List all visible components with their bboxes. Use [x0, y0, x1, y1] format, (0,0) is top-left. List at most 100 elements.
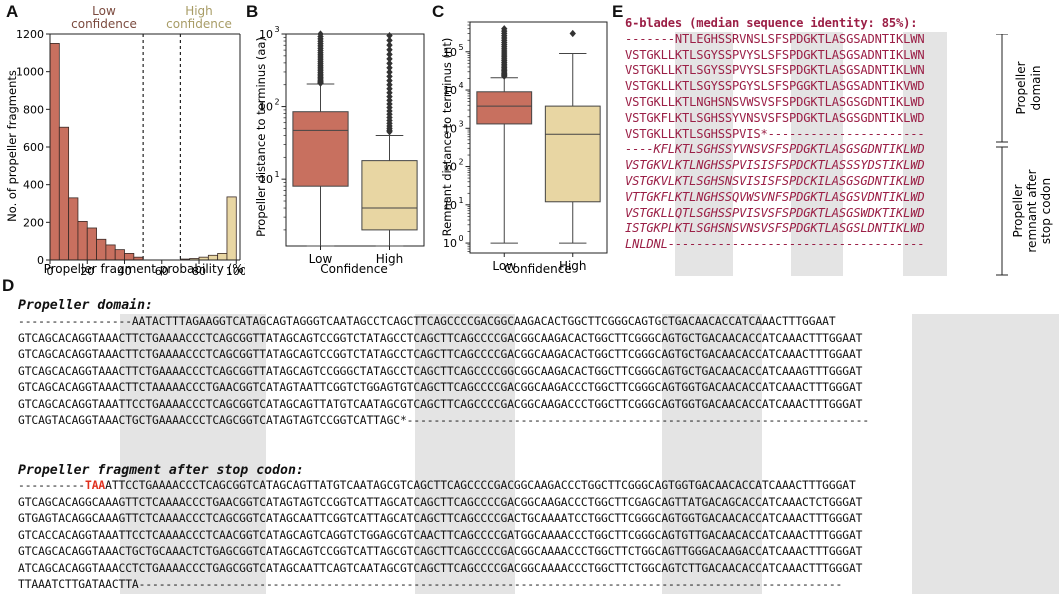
- panel-label-e: E: [612, 2, 624, 21]
- d-domain-line: GTCAGTACAGGTAAACTGCTGAAAACCCTCAGCGGTCATA…: [18, 414, 870, 427]
- e-domain-line: VSTGKLLKTLSGYSSPVYSLSFSPDGKTLASGSADNTIKL…: [625, 47, 925, 62]
- e-remnant-line: LNLDNL----------------------------------…: [625, 237, 925, 252]
- d-domain-line: GTCAGCACAGGTAAACTTCTGAAAACCCTCAGCGGTTATA…: [18, 331, 863, 345]
- bar-low: [105, 244, 116, 261]
- d-shade-1: [120, 314, 266, 594]
- panel-e-brackets: Propeller domain Propeller remnant after…: [996, 34, 1053, 276]
- e-domain-line: VSTGKLLKTLNGHSNSVWSVSFSPDGKTLASGSGDNTIKL…: [625, 94, 925, 109]
- a-annotation-high-1: High: [185, 4, 213, 18]
- a-xtick-label: 40: [118, 265, 132, 278]
- a-xlabel: Propeller fragment probability (%): [44, 262, 245, 276]
- e-domain-line: VSTGKLLKTLSGHSSPVIS*--------------------…: [625, 126, 925, 141]
- d-shade-4: [912, 314, 1059, 594]
- c-ytick-label: 10: [443, 199, 457, 212]
- b-flier: [386, 92, 393, 101]
- e-remnant-line: VSTGKVLKTLNGHSSPVISISFSPDCKTLASSSYDSTIKL…: [625, 158, 925, 173]
- e-side-domain-1: Propeller: [1014, 61, 1028, 114]
- a-xtick-label: 0: [47, 265, 54, 278]
- d-domain-line: GTCAGCACAGGTAAACTTCTAAAAACCCTGAACGGTCATA…: [18, 381, 863, 394]
- b-flier: [386, 85, 393, 93]
- c-box: [476, 91, 533, 125]
- a-annotation-low-2: confidence: [71, 17, 137, 31]
- b-ytick-label: 10: [259, 101, 273, 114]
- e-side-remnant-1: Propeller: [1011, 184, 1025, 237]
- b-flier: [386, 50, 393, 58]
- panel-label-a: A: [6, 2, 19, 21]
- b-xlabel: Confidence: [320, 262, 387, 276]
- a-xtick-label: 20: [80, 265, 94, 278]
- b-ylabel: Propeller distance to terminus (aa): [254, 37, 268, 237]
- bar-low: [96, 238, 107, 261]
- d-fragment-line: TTAAATCTTGATAACTTA----------------------…: [18, 578, 843, 591]
- d-fragment-line: GTCACCACAGGTAAATTCCTCAAAACCCTCAACGGTCATA…: [18, 528, 863, 542]
- b-flier: [386, 68, 393, 76]
- b-flier: [386, 72, 393, 81]
- a-ytick-label: 600: [23, 141, 44, 154]
- bar-high: [217, 253, 228, 261]
- panel-e-alignment: 6-blades (median sequence identity: 85%)…: [625, 16, 1005, 278]
- e-side-remnant-3: stop codon: [1039, 178, 1053, 244]
- e-shade-2: [791, 32, 843, 276]
- c-frame: [469, 21, 608, 254]
- e-remnant-line: ISTGKPLKTLSGHSNSVNSVSFSPDGKTLASGSLDNTIKL…: [625, 221, 925, 236]
- e-side-remnant-2: remnant after: [1025, 169, 1039, 252]
- d-fragment-line: GTGAGTACAGGCAAAGTTCTCAAAACCCTCAGCGGTCATA…: [18, 512, 863, 525]
- panel-label-d: D: [2, 276, 15, 295]
- b-flier: [386, 55, 393, 63]
- bar-low: [49, 43, 60, 261]
- d-fragment-rest: ATTCCTGAAAACCCTCAGCGGTCATAGCAGTTATGTCAAT…: [105, 479, 856, 492]
- d-fragment-line: GTCAGCACAGGCAAAGTTCTCAAAACCCTGAACGGTCATA…: [18, 495, 863, 509]
- bar-low: [68, 197, 79, 261]
- c-ytick-exp: 5: [458, 43, 463, 52]
- e-remnant-line: VSTGKVLKTLSGHSNSVISISFSPDCKILASGSGDNTIKL…: [625, 173, 925, 188]
- panel-label-b: B: [246, 2, 259, 21]
- b-xtick-label: Low: [309, 252, 333, 266]
- c-ytick-label: 10: [443, 161, 457, 174]
- b-xtick-label: High: [376, 252, 404, 266]
- a-annotation-high-2: confidence: [166, 17, 232, 31]
- c-xlabel: Confidence: [504, 262, 571, 276]
- a-xtick-label: 80: [192, 265, 206, 278]
- a-ytick-label: 1000: [16, 66, 44, 79]
- c-ytick-label: 10: [443, 84, 457, 97]
- e-side-domain-2: domain: [1029, 66, 1043, 111]
- bar-low: [77, 220, 88, 261]
- d-shade-3: [662, 314, 762, 594]
- stop-codon-taa: TAA: [85, 479, 106, 492]
- d-fragment-line: ATCAGCACAGGTAAACCTCTGAAAACCCTGAGCGGTCATA…: [18, 561, 863, 575]
- a-ytick-label: 0: [37, 254, 44, 267]
- c-ytick-label: 10: [443, 237, 457, 250]
- d-shade-2: [415, 314, 515, 594]
- d-domain-line: GTCAGCACAGGTAAACTTCTGAAAACCCTCAGCGGTTATA…: [18, 364, 863, 378]
- d-fragment-line-first: ----------TAAATTCCTGAAAACCCTCAGCGGTCATAG…: [18, 478, 856, 495]
- a-xtick-label: 100: [226, 265, 245, 278]
- bar-low: [86, 227, 97, 261]
- d-fragment-line: GTCAGCACAGGTAAACTGCTGCAAACTCTGAGCGGTCATA…: [18, 545, 863, 558]
- b-ytick-exp: 2: [274, 98, 279, 107]
- c-box: [544, 105, 601, 203]
- b-flier: [386, 89, 393, 97]
- a-ylabel: No. of propeller fragments: [5, 70, 19, 222]
- b-ytick-label: 10: [259, 173, 273, 186]
- b-flier: [386, 36, 393, 44]
- c-ytick-label: 10: [443, 46, 457, 59]
- c-ytick-exp: 2: [458, 158, 463, 167]
- e-domain-line: VSTGKLLKTLSGYSSPGYSLSFSPGGKTLASGSADNTIKV…: [625, 79, 925, 94]
- d-domain-line: GTCAGCACAGGTAAACTTCTGAAAACCCTCAGCGGTTATA…: [18, 348, 863, 361]
- a-ytick-label: 400: [23, 179, 44, 192]
- bar-low: [124, 253, 135, 261]
- b-box: [292, 111, 349, 187]
- b-flier: [386, 46, 393, 54]
- b-flier: [386, 81, 393, 89]
- e-remnant-line: VSTGKLLQTLSGHSSPVISVSFSPDGKTLASGSWDKTIKL…: [625, 205, 925, 220]
- b-flier: [386, 41, 393, 49]
- d-domain-line: GTCAGCACAGGTAAATTCCTGAAAACCCTCAGCGGTCATA…: [18, 397, 863, 411]
- c-ytick-exp: 3: [458, 119, 463, 128]
- c-xtick-label: High: [559, 259, 587, 273]
- c-xtick-label: Low: [492, 259, 516, 273]
- panel-d-alignment: Propeller domain: -----------------AATAC…: [0, 278, 1059, 594]
- b-flier: [386, 96, 393, 104]
- c-ytick-exp: 1: [458, 196, 463, 205]
